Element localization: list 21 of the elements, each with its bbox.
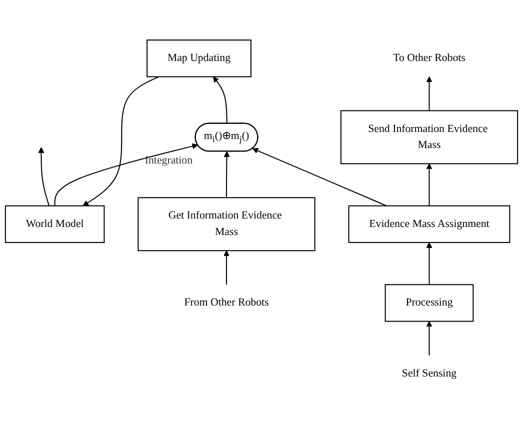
node-box: Processing [384,284,474,322]
arrow [213,76,228,124]
arrow [426,321,432,356]
arrow [426,242,432,285]
arrow [38,147,50,206]
arrow [426,163,432,206]
node-text: From Other Robots [184,296,269,308]
node-caption: Integration [144,154,193,166]
node-text: To Other Robots [393,52,466,64]
node-box: World Model [4,205,105,243]
arrow [426,76,432,111]
arrow [82,76,160,206]
node-box: Get Information Evidence Mass [138,197,316,252]
node-box: Evidence Mass Assignment [348,205,510,243]
node-box: Send Information Evidence Mass [340,110,518,164]
node-box: Map Updating [146,40,252,78]
arrow [252,148,387,206]
arrow [224,151,230,198]
arrow [224,250,230,285]
arrow [54,143,198,206]
node-text: Self Sensing [402,368,457,380]
